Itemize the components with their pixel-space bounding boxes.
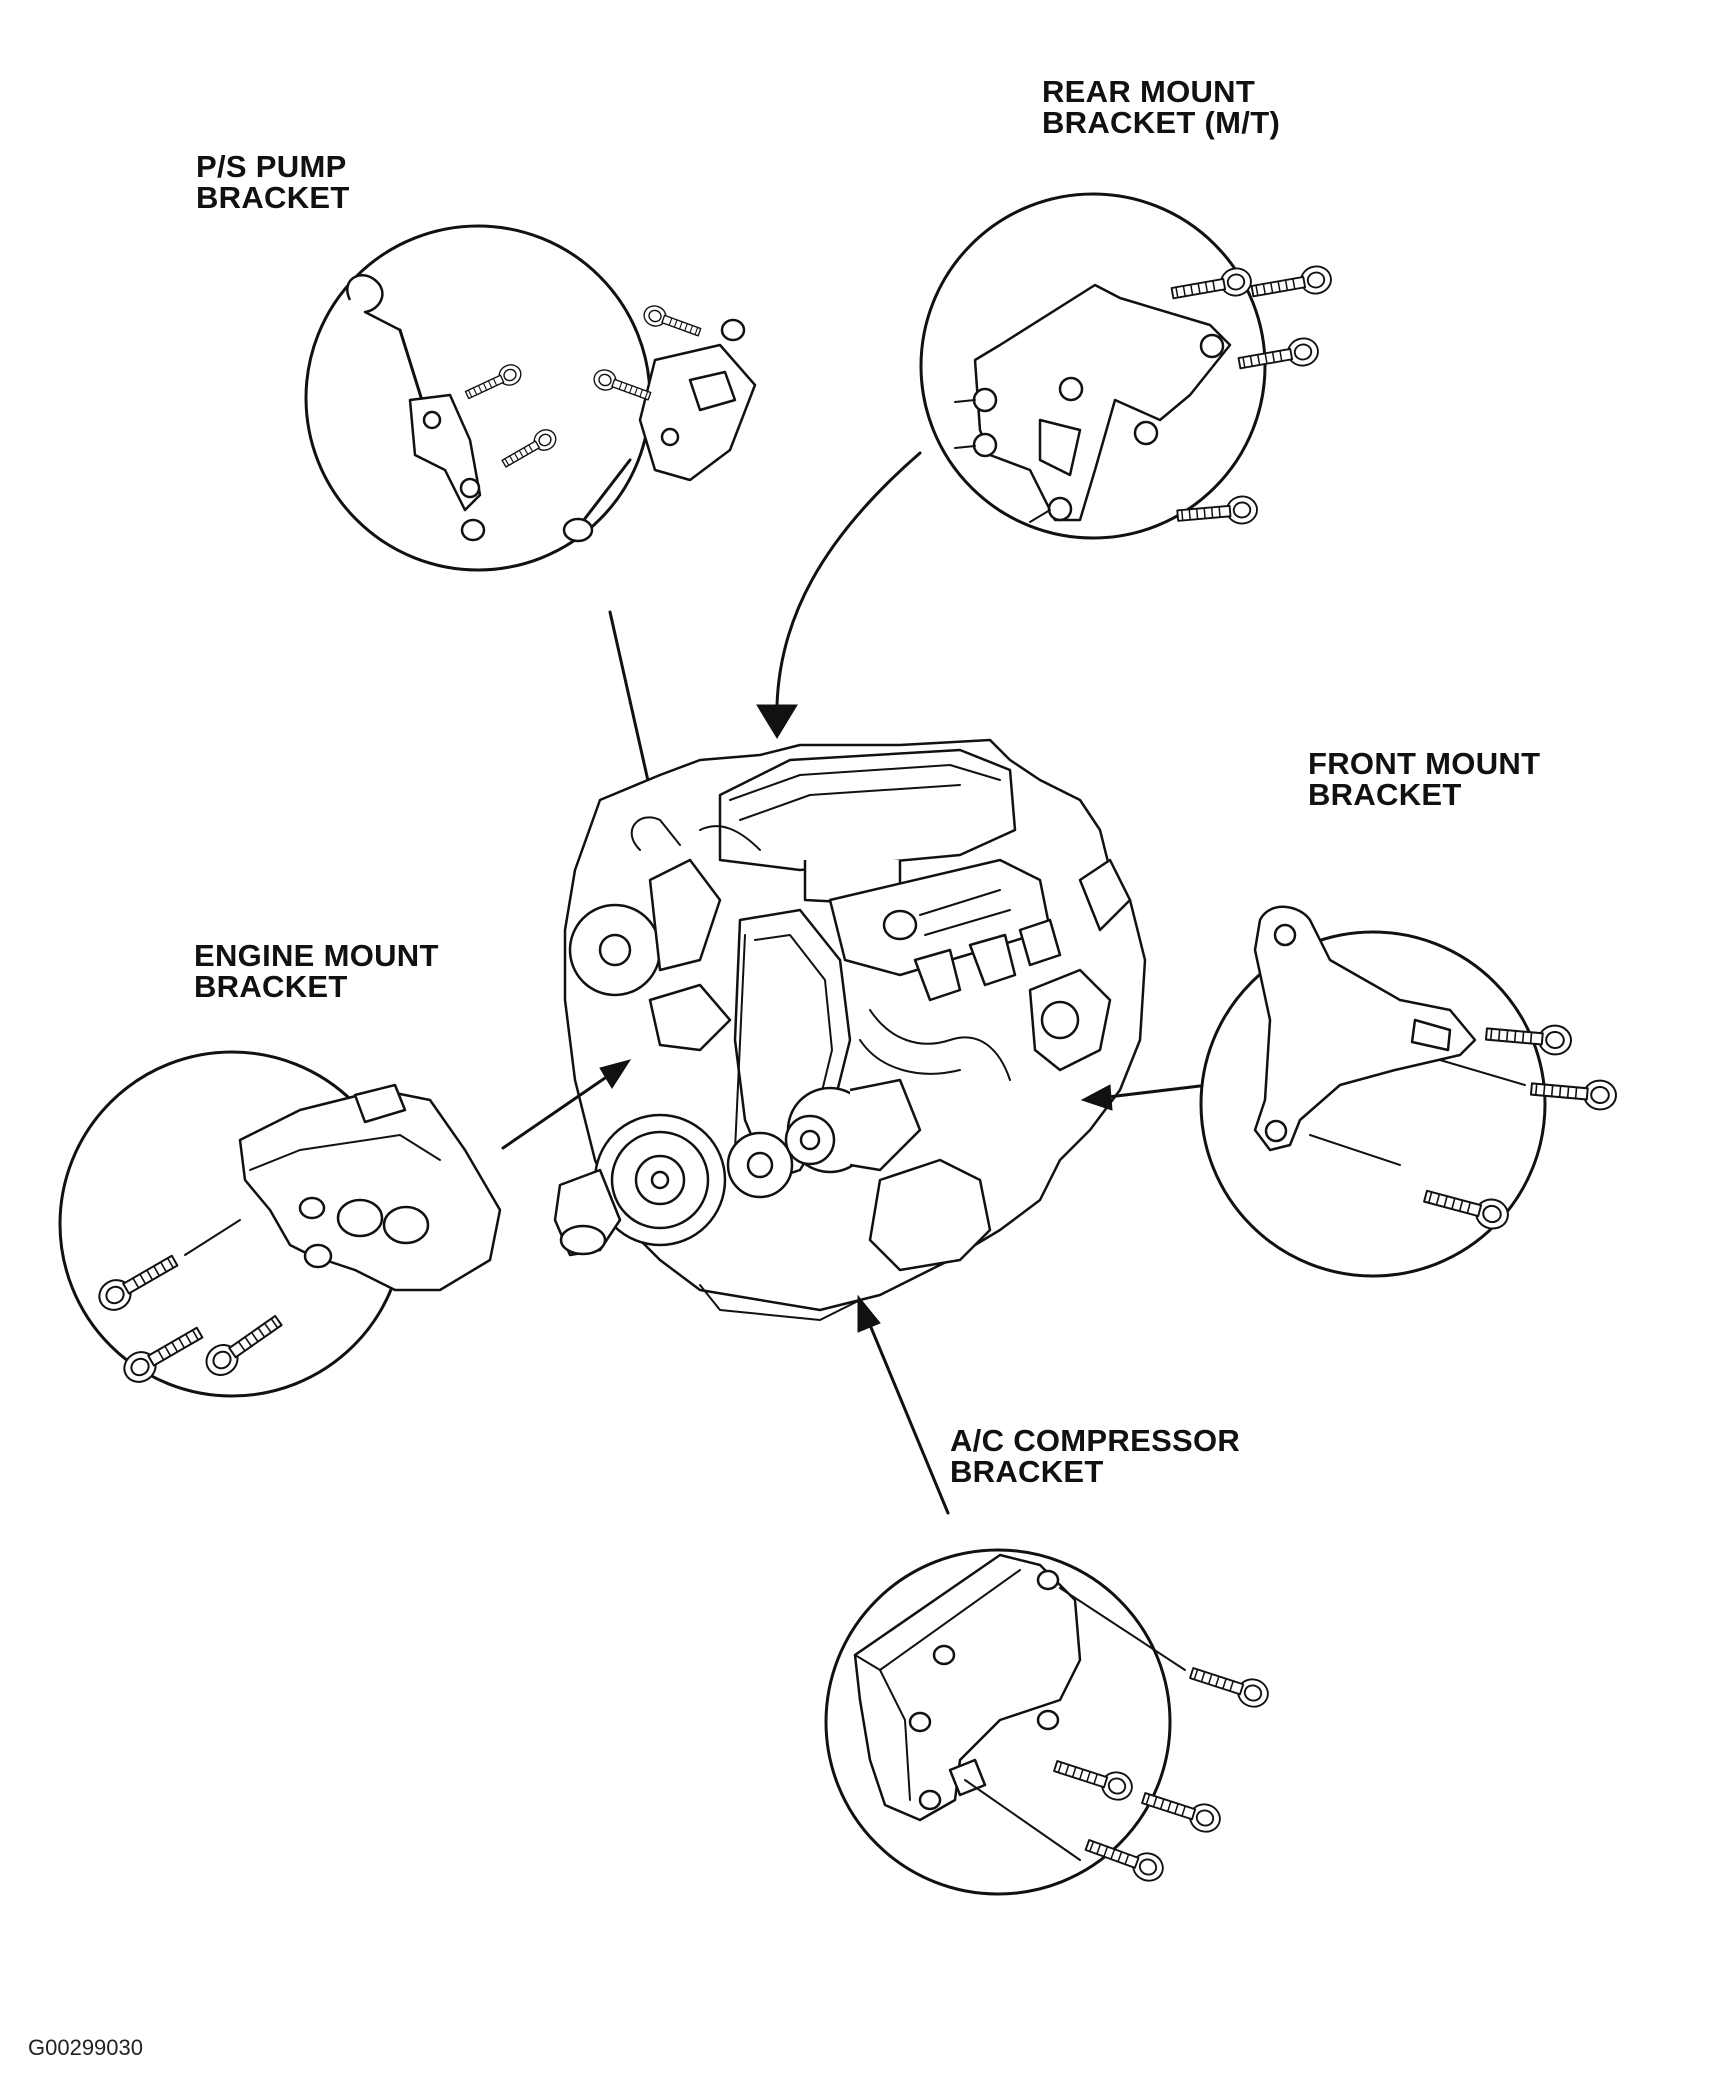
figure-id: G00299030 bbox=[28, 2035, 143, 2060]
front-mount-arrowhead bbox=[1080, 1084, 1113, 1111]
ac-compressor-bracket-label-line1: A/C COMPRESSOR bbox=[950, 1423, 1241, 1458]
front-mount-bracket-label-line1: FRONT MOUNT bbox=[1308, 746, 1541, 781]
rear-mount-bracket-detail bbox=[919, 192, 1335, 540]
engine-mount-bracket-label-line1: ENGINE MOUNT bbox=[194, 938, 439, 973]
ps-pump-bracket-detail bbox=[304, 224, 757, 572]
ac-compressor-bracket-label-line2: BRACKET bbox=[950, 1454, 1104, 1489]
rear-mount-bracket-label-line1: REAR MOUNT bbox=[1042, 74, 1256, 109]
ac-compressor-arrowhead bbox=[857, 1294, 881, 1333]
engine-mount-bracket-detail bbox=[58, 1050, 502, 1398]
rear-mount-bracket-label-line2: BRACKET (M/T) bbox=[1042, 105, 1281, 140]
engine-mount-leader-line bbox=[501, 1076, 607, 1150]
rear-mount-bracket-label: REAR MOUNT BRACKET (M/T) bbox=[1042, 76, 1280, 138]
front-mount-leader-line bbox=[1106, 1084, 1202, 1099]
ps-pump-bracket-label-line2: BRACKET bbox=[196, 180, 350, 215]
engine-mount-arrowhead bbox=[599, 1059, 632, 1089]
engine-mount-bracket-label-line2: BRACKET bbox=[194, 969, 348, 1004]
ac-compressor-bracket-label: A/C COMPRESSOR BRACKET bbox=[950, 1425, 1240, 1487]
ac-compressor-leader-line bbox=[868, 1323, 950, 1515]
ps-pump-bracket-label: P/S PUMP BRACKET bbox=[196, 151, 350, 213]
engine-mount-bracket-label: ENGINE MOUNT BRACKET bbox=[194, 940, 439, 1002]
ac-compressor-bracket-detail bbox=[824, 1548, 1273, 1896]
ps-pump-bracket-label-line1: P/S PUMP bbox=[196, 149, 347, 184]
front-mount-bracket-label-line2: BRACKET bbox=[1308, 777, 1462, 812]
rear-mount-leader-line bbox=[775, 451, 922, 707]
engine-assembly bbox=[553, 738, 1147, 1321]
front-mount-bracket-label: FRONT MOUNT BRACKET bbox=[1308, 748, 1540, 810]
front-mount-bracket-detail bbox=[1199, 905, 1619, 1278]
rear-mount-arrowhead bbox=[756, 704, 798, 739]
